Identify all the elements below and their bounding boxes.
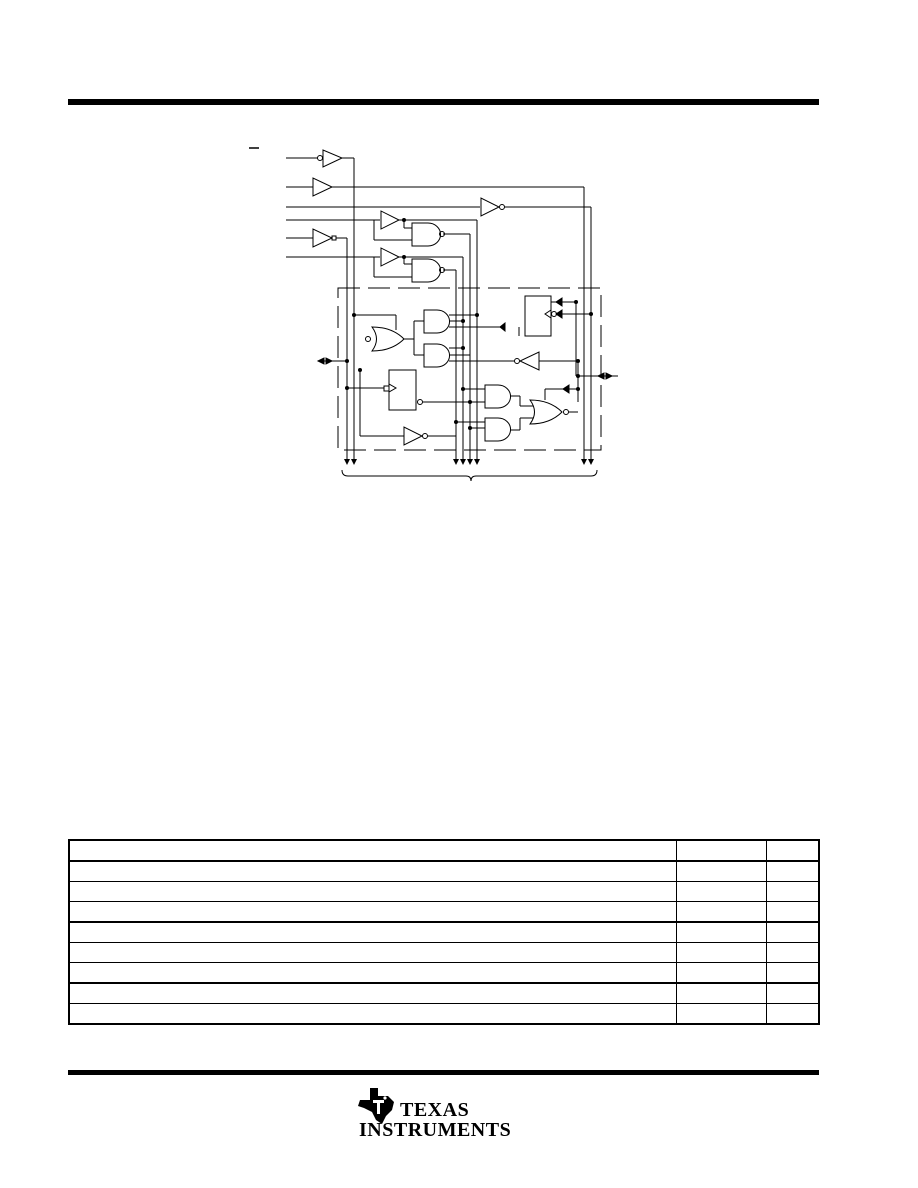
- buffer-4: [380, 210, 401, 230]
- logo-text-instruments: INSTRUMENTS: [359, 1119, 512, 1141]
- and-gate-c: [484, 384, 512, 409]
- and-gate-a: [423, 309, 451, 334]
- table-row: [68, 983, 820, 1004]
- table-row: [68, 881, 820, 902]
- input-lines: [286, 157, 480, 258]
- table-row: [68, 942, 820, 963]
- table-row: [68, 901, 820, 923]
- nand-gates-top: [411, 222, 445, 283]
- buffer-2: [312, 177, 334, 197]
- and-gate-d: [484, 417, 512, 442]
- buffer-5: [312, 228, 334, 248]
- inversion-bubble: [317, 155, 323, 161]
- ti-state-icon: [358, 1088, 394, 1124]
- table-row: [68, 962, 820, 984]
- buffer-inverting-1: [322, 149, 344, 168]
- table-row: [68, 1003, 820, 1025]
- table-row: [68, 840, 820, 862]
- or-gate-right: [529, 399, 563, 425]
- logo-text-texas: TEXAS: [400, 1099, 470, 1121]
- texas-instruments-logo: TEXAS INSTRUMENTS: [356, 1084, 516, 1142]
- spec-table: [68, 839, 820, 1025]
- brace: [341, 469, 598, 482]
- inverter-bottom: [403, 426, 424, 446]
- table-row: [68, 861, 820, 882]
- inversion-bubble: [499, 204, 505, 210]
- buffer-6: [380, 247, 401, 267]
- table-row: [68, 922, 820, 943]
- output-buffer: [518, 351, 540, 371]
- nand-gate-1: [411, 222, 442, 247]
- macrocell-boundary: [337, 287, 602, 451]
- top-rule: [68, 99, 819, 105]
- junction-dots: [345, 218, 593, 430]
- bus-arrows: [344, 459, 594, 465]
- bottom-rule: [68, 1070, 819, 1075]
- input-buffers: [312, 149, 505, 267]
- and-gate-b: [423, 343, 451, 368]
- nand-gate-2: [411, 258, 442, 283]
- or-gate-left: [371, 326, 405, 352]
- buffer-3: [480, 197, 501, 217]
- routing-lines: [332, 157, 592, 459]
- macrocell-logic: [316, 295, 618, 446]
